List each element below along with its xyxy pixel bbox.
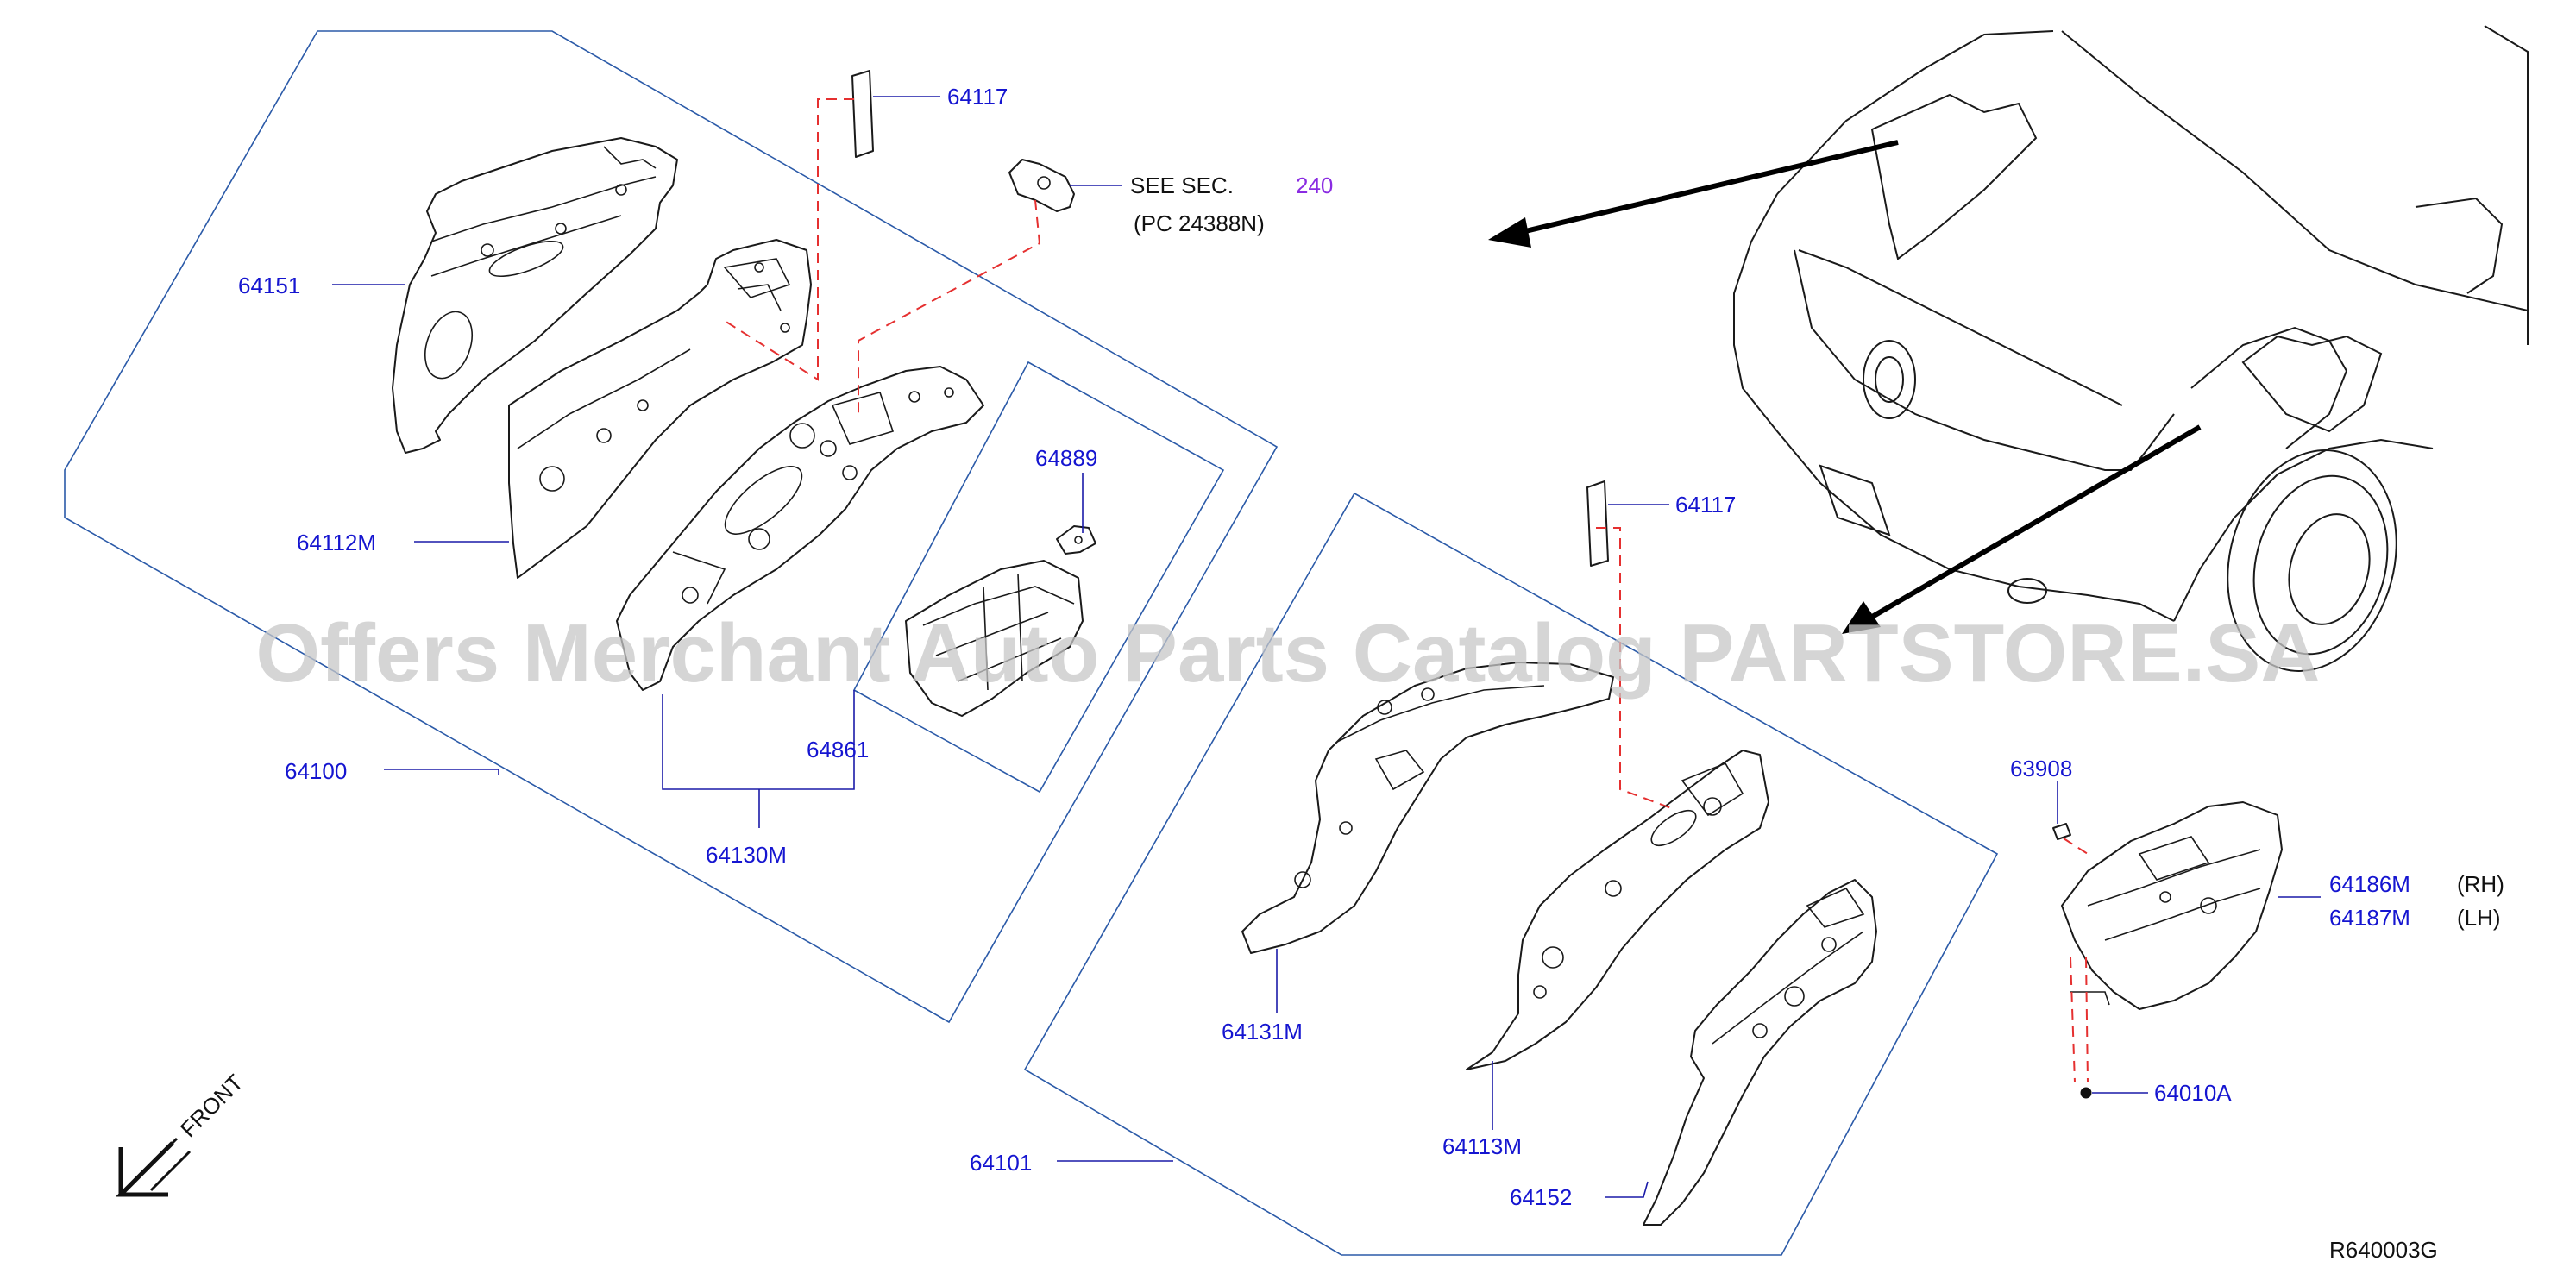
part-64861-drawing[interactable] <box>905 560 1084 717</box>
pc-reference-text: (PC 24388N) <box>1134 210 1265 236</box>
front-arrow-shaft <box>136 1137 192 1192</box>
pointer-arrowhead-lower <box>1842 601 1881 634</box>
dashed-link-64010a <box>2070 957 2089 1083</box>
part-64117-top-drawing[interactable] <box>851 70 874 158</box>
dashed-link-sec240 <box>858 199 1041 414</box>
part-sec240-bracket-drawing[interactable] <box>1008 159 1075 212</box>
part-64130m-drawing[interactable] <box>616 366 984 691</box>
pointer-arrow-upper <box>1517 140 1899 235</box>
part-label-64117-right[interactable]: 64117 <box>1675 492 1736 518</box>
part-label-64101[interactable]: 64101 <box>970 1150 1032 1176</box>
part-64010a-drawing[interactable] <box>2080 1087 2092 1099</box>
dashed-link-64117-top <box>724 98 854 381</box>
section-link-240[interactable]: 240 <box>1296 173 1333 198</box>
part-63908-drawing[interactable] <box>2052 823 2071 840</box>
part-label-63908[interactable]: 63908 <box>2010 756 2072 781</box>
part-label-64100[interactable]: 64100 <box>285 758 347 784</box>
group-frame-64101 <box>1023 492 1999 1256</box>
leader-64130m <box>662 694 855 828</box>
part-label-64186m[interactable]: 64186M <box>2329 871 2410 897</box>
part-64131m-drawing[interactable] <box>1241 662 1614 954</box>
part-64152-drawing[interactable] <box>1643 879 1877 1226</box>
front-label: FRONT <box>175 1070 248 1143</box>
part-label-64889[interactable]: 64889 <box>1035 445 1097 471</box>
rh-side-text: (RH) <box>2457 871 2504 897</box>
part-label-64112m[interactable]: 64112M <box>297 530 376 555</box>
part-64112m-drawing[interactable] <box>508 239 812 579</box>
front-direction-indicator: FRONT <box>115 1070 248 1197</box>
part-64889-drawing[interactable] <box>1056 525 1096 555</box>
leader-64100 <box>384 769 499 775</box>
diagram-code: R640003G <box>2329 1237 2438 1263</box>
part-64117-right-drawing[interactable] <box>1586 480 1609 567</box>
lh-side-text: (LH) <box>2457 905 2501 931</box>
part-label-64152[interactable]: 64152 <box>1510 1184 1572 1210</box>
part-label-64187m[interactable]: 64187M <box>2329 905 2410 931</box>
part-label-64151[interactable]: 64151 <box>238 273 300 298</box>
part-label-64117-top[interactable]: 64117 <box>947 84 1008 110</box>
pointer-arrowhead-upper <box>1488 217 1531 248</box>
watermark-text: Offers Merchant Auto Parts Catalog PARTS… <box>255 607 2320 700</box>
pointer-arrow-lower <box>1866 424 2202 622</box>
see-section-text: SEE SEC. <box>1130 173 1234 198</box>
group-frame-64100 <box>64 30 1279 1024</box>
part-label-64113m[interactable]: 64113M <box>1442 1133 1522 1159</box>
part-64186m-drawing[interactable] <box>2061 801 2283 1010</box>
dashed-link-63908 <box>2063 838 2089 855</box>
part-label-64010a[interactable]: 64010A <box>2154 1080 2232 1106</box>
vehicle-silhouette <box>1733 25 2529 672</box>
leader-64152 <box>1605 1181 1649 1198</box>
part-label-64131m[interactable]: 64131M <box>1222 1019 1303 1045</box>
part-label-64130m[interactable]: 64130M <box>706 842 787 868</box>
dashed-link-64117-right <box>1596 527 1674 810</box>
part-64113m-drawing[interactable] <box>1466 750 1769 1070</box>
part-64151-drawing[interactable] <box>392 137 678 454</box>
group-frame-64130m <box>852 361 1225 794</box>
part-label-64861[interactable]: 64861 <box>807 737 869 762</box>
